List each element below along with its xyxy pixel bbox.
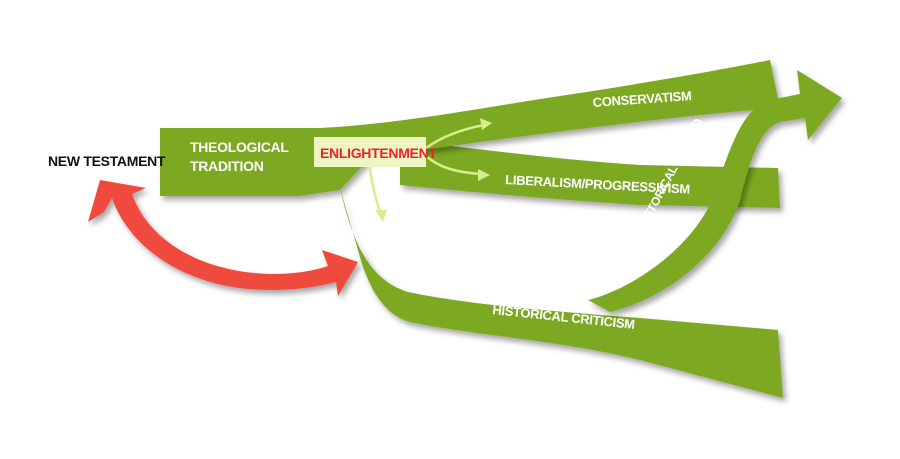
recovery-of-history-arrow[interactable] [88,180,358,296]
new-testament-label: NEW TESTAMENT [48,153,166,169]
pointer-to-conservatism-head [480,118,492,130]
theological-tradition-label-line2: TRADITION [190,158,264,174]
pointer-to-liberalism [425,155,481,176]
narrative-historical-branch [588,70,842,312]
enlightenment-box [314,137,426,167]
pointer-to-historical-criticism [368,167,382,213]
pointer-to-conservatism [425,123,485,150]
enlightenment-label: ENLIGHTENMENT [320,145,437,161]
enlightenment-pointers [368,118,492,222]
theological-tradition-label-line1: THEOLOGICAL [190,139,289,155]
conservatism-label: CONSERVATISM [592,88,692,110]
historical-criticism-branch [340,188,783,398]
pointer-to-liberalism-head [478,169,490,181]
pointer-to-historical-criticism-head [375,210,387,222]
liberalism-branch [400,140,780,208]
